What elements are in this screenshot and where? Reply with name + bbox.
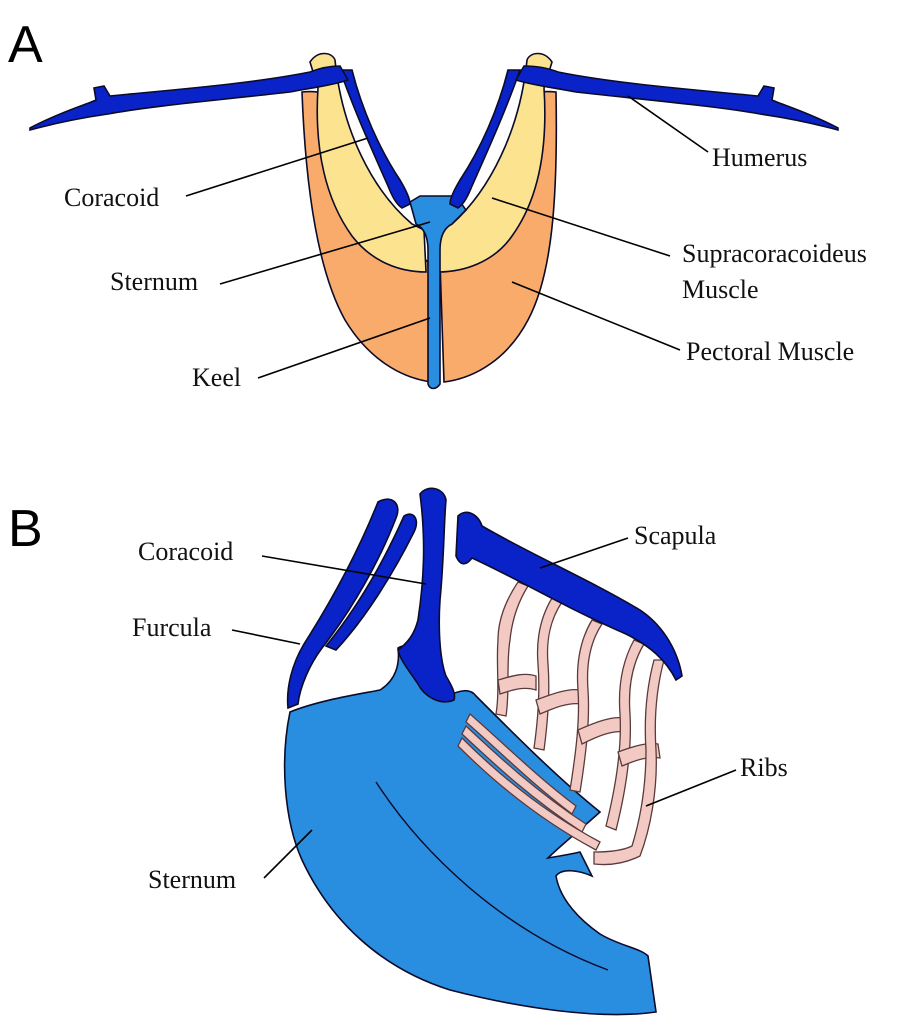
humerus-right (516, 66, 838, 130)
furcula (288, 499, 398, 708)
label-sternum-a: Sternum (110, 267, 198, 296)
sternum-b (285, 646, 656, 1014)
label-sternum-b: Sternum (148, 865, 236, 894)
leader-pectoral (512, 282, 680, 350)
label-supracoracoideus-line1: Supracoracoideus (682, 239, 867, 268)
rib-2 (534, 598, 562, 750)
leader-scapula (540, 538, 628, 568)
label-coracoid-a: Coracoid (64, 183, 159, 212)
panel-a-letter: A (8, 16, 43, 74)
rib-3 (570, 620, 602, 792)
label-scapula: Scapula (634, 521, 717, 550)
label-furcula: Furcula (132, 613, 212, 642)
rib-1 (496, 582, 528, 716)
label-keel: Keel (192, 363, 241, 392)
panel-a: A Humerus Coracoid Sternum Supracoracoid… (8, 16, 867, 392)
panel-b: B Cor (8, 488, 788, 1014)
label-humerus: Humerus (712, 143, 807, 172)
label-ribs: Ribs (740, 753, 788, 782)
humerus-left (30, 66, 348, 130)
label-pectoral: Pectoral Muscle (686, 337, 854, 366)
rib-4 (606, 640, 644, 830)
leader-ribs (646, 770, 736, 806)
leader-furcula (232, 630, 300, 644)
label-supracoracoideus-line2: Muscle (682, 275, 759, 304)
panel-b-letter: B (8, 500, 43, 558)
label-coracoid-b: Coracoid (138, 537, 233, 566)
